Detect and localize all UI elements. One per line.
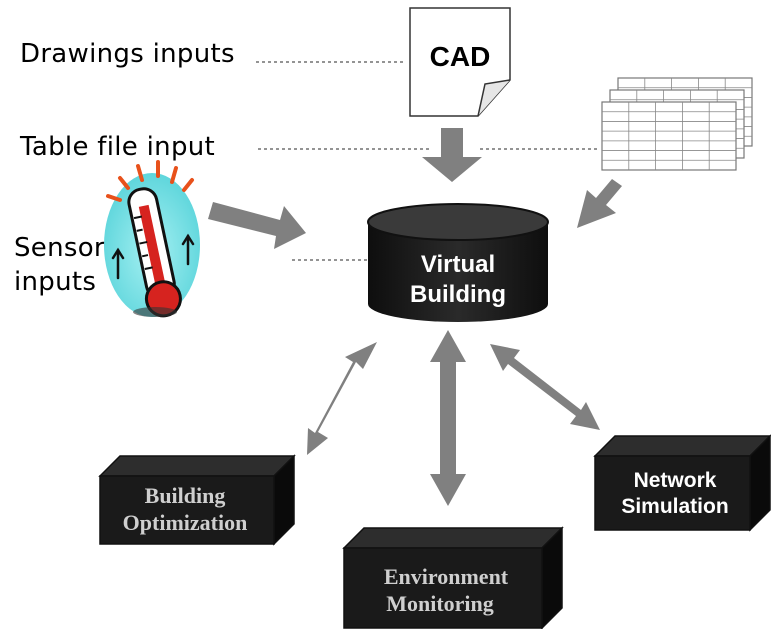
spreadsheet-stack-icon [601,77,753,171]
building-optimization-box: Building Optimization [98,454,296,546]
table-arrow [577,179,622,228]
spreadsheet-page [601,101,737,171]
network-label-line1: Network [634,469,717,492]
thermometer-icon [104,160,200,318]
network-simulation-box: Network Simulation [593,434,771,532]
network-double-arrow [490,344,600,430]
monitoring-double-arrow [430,330,466,506]
monitoring-label-line2: Monitoring [386,591,494,616]
sensors-arrow [208,202,306,249]
cad-document-icon: CAD [409,7,511,117]
optimization-label-line1: Building [145,483,226,508]
virtual-building-cylinder: Virtual Building [367,203,549,322]
core-label-line2: Building [410,281,506,308]
table-input-label: Table file input [20,132,216,162]
optimization-label-line2: Optimization [123,510,248,535]
drawings-input-label: Drawings inputs [20,39,235,69]
cad-label: CAD [430,41,491,72]
core-label-line1: Virtual [421,251,495,278]
monitoring-label-line1: Environment [384,564,509,589]
cad-down-arrow [422,128,482,182]
network-label-line2: Simulation [621,495,728,518]
optimization-double-arrow [307,342,377,455]
sensors-input-label-line2: inputs [14,267,97,297]
environment-monitoring-box: Environment Monitoring [342,526,564,629]
sensors-input-label-line1: Sensors [14,233,119,263]
